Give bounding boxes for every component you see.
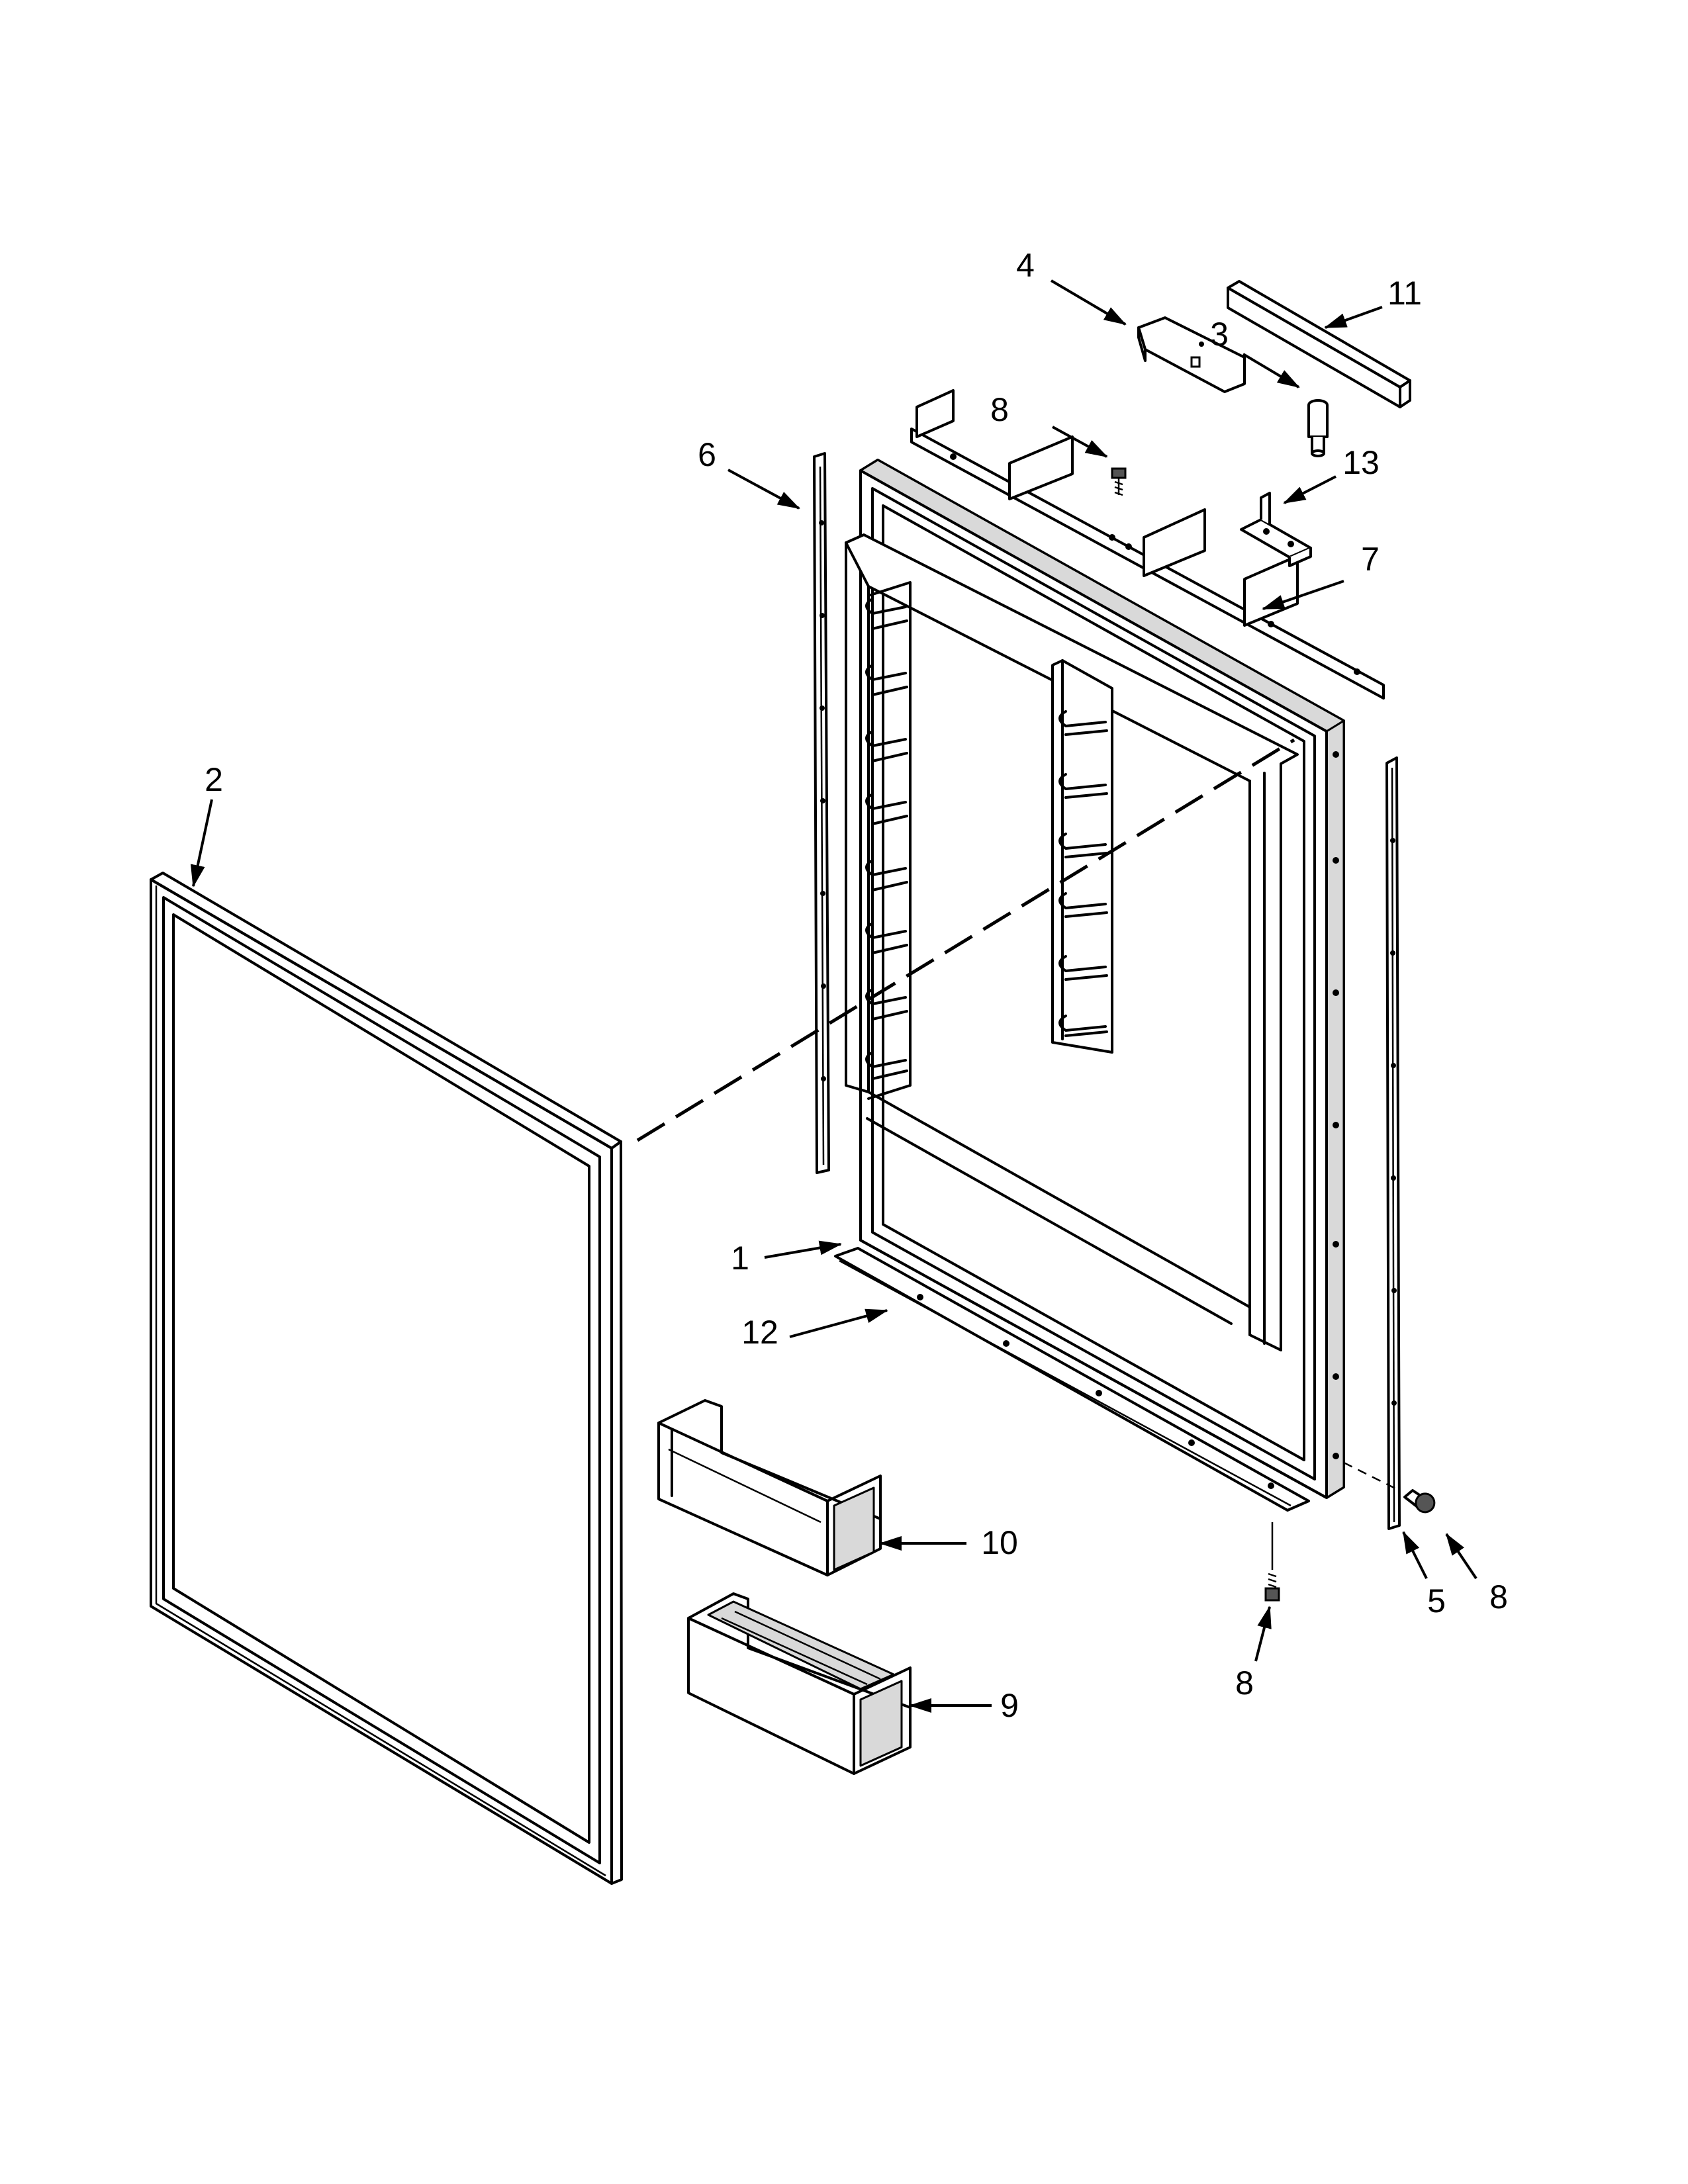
callout-6: 6 (698, 436, 716, 473)
callout-10: 10 (981, 1524, 1018, 1561)
callout-1: 1 (731, 1240, 749, 1277)
door-bin-upper (657, 1399, 882, 1576)
leader-lines (190, 279, 1477, 1713)
callout-12: 12 (741, 1314, 778, 1351)
right-trim-strip (1385, 756, 1401, 1530)
door-gasket (150, 872, 623, 1885)
door-bin-lower (687, 1592, 912, 1775)
hinge-bracket (1240, 492, 1312, 567)
callout-3: 3 (1210, 316, 1229, 353)
top-bracket (1227, 280, 1411, 408)
screw-top (1111, 467, 1127, 496)
callout-8-bottom: 8 (1235, 1664, 1254, 1702)
callout-9: 9 (1000, 1687, 1019, 1724)
callout-5: 5 (1427, 1582, 1446, 1619)
callout-2: 2 (205, 761, 223, 798)
callout-11: 11 (1387, 275, 1422, 312)
top-trim-plate (910, 389, 1385, 700)
assembly-line (636, 738, 1295, 1142)
hinge-pin (1307, 399, 1329, 457)
callout-8-top: 8 (990, 391, 1009, 428)
door-assembly (845, 459, 1345, 1499)
bottom-trim-strip (834, 1247, 1310, 1512)
hinge-cover (1137, 316, 1246, 393)
left-trim-strip (813, 452, 830, 1174)
callout-labels: 4 11 3 8 6 13 7 2 1 12 10 9 8 5 8 (205, 247, 1508, 1724)
screw-bottom (1264, 1522, 1280, 1602)
callout-7: 7 (1361, 541, 1380, 578)
callout-8-side: 8 (1489, 1578, 1508, 1615)
screw-side (1343, 1461, 1436, 1514)
callout-13: 13 (1342, 444, 1380, 481)
callout-4: 4 (1016, 247, 1035, 284)
